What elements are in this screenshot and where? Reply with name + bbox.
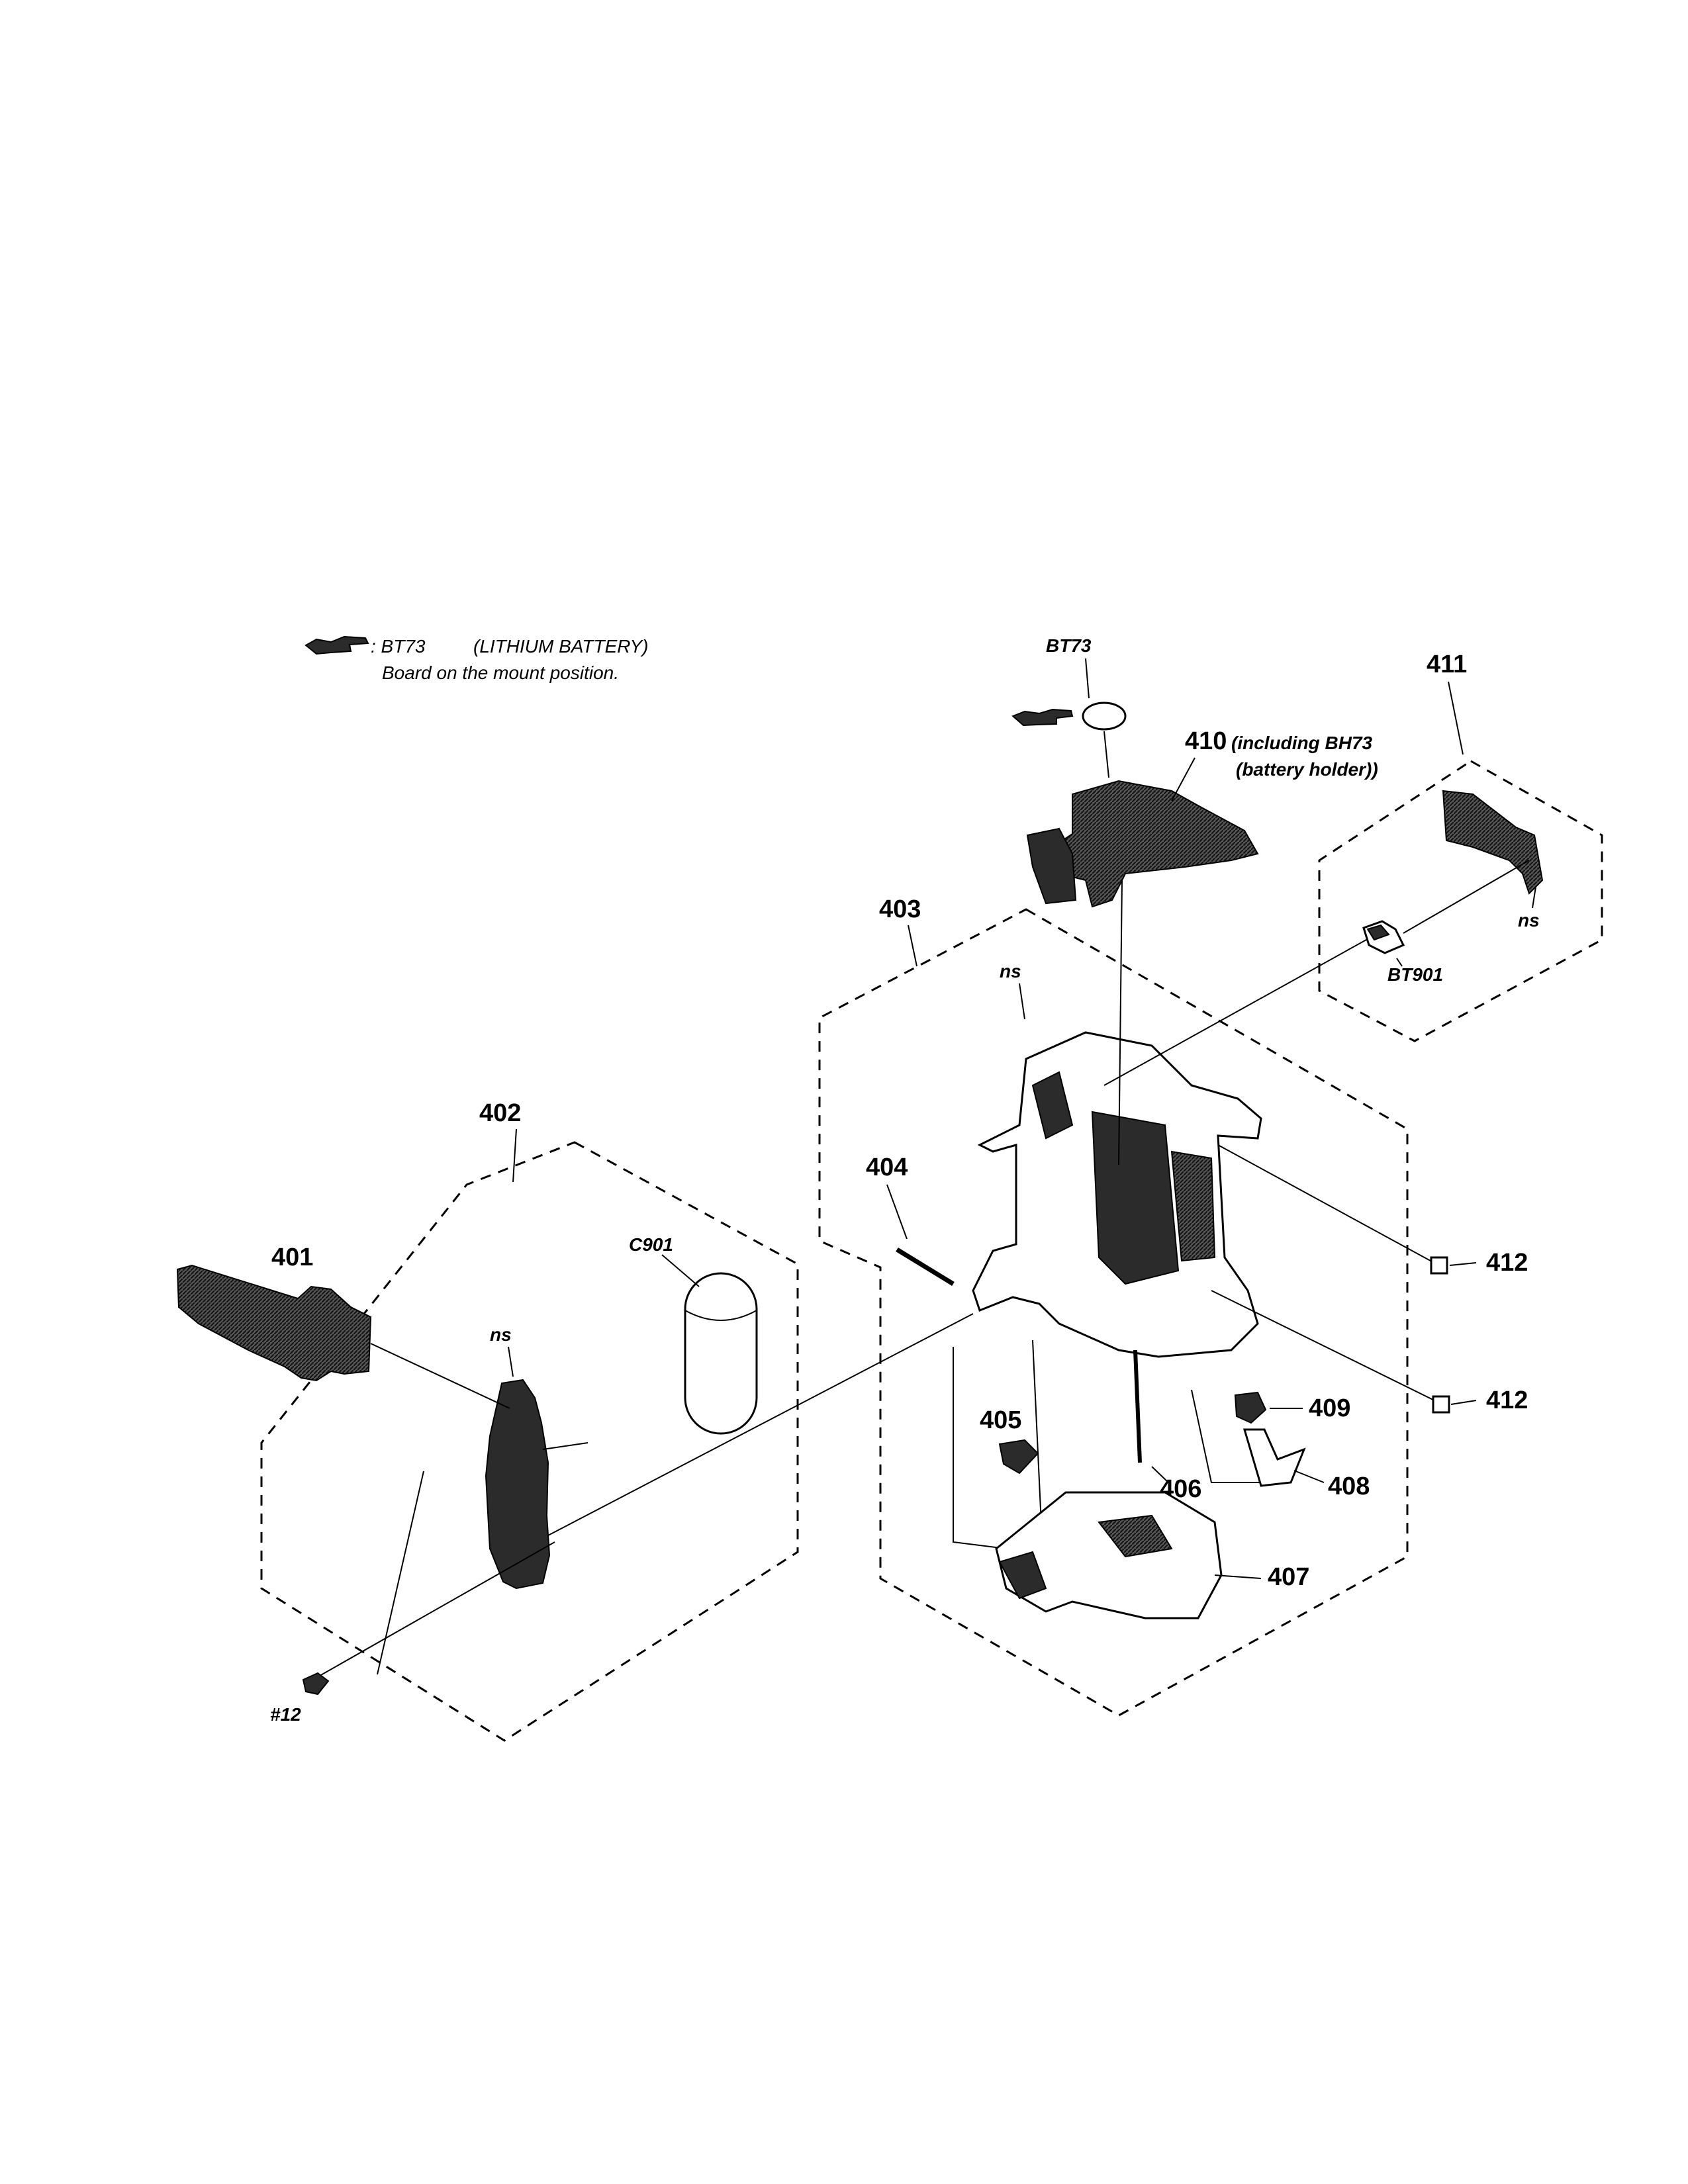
- pointing-hand-icon: [305, 635, 369, 655]
- group-outline-402: [260, 1141, 799, 1742]
- legend-battery-ref: : BT73: [371, 636, 426, 657]
- label-screw-12: #12: [270, 1704, 301, 1725]
- capacitor-c901: [684, 1272, 758, 1435]
- label-405: 405: [980, 1406, 1021, 1434]
- legend: : BT73 (LITHIUM BATTERY) Board on the mo…: [305, 635, 648, 683]
- label-402: 402: [479, 1099, 521, 1127]
- part-412a: [1430, 1256, 1448, 1275]
- label-412a: 412: [1486, 1249, 1528, 1277]
- label-bt73-top: BT73: [1046, 635, 1092, 656]
- label-ns-402: ns: [490, 1324, 512, 1345]
- label-401: 401: [271, 1244, 313, 1271]
- pointing-hand-icon: [1011, 708, 1074, 727]
- label-403: 403: [879, 895, 921, 923]
- label-410: 410: [1185, 727, 1227, 755]
- label-410-note1: (including BH73: [1231, 733, 1373, 753]
- label-410-note2: (battery holder)): [1236, 759, 1378, 780]
- part-403-frame-group: 403 ns 404 412 412 405 406 409: [866, 895, 1528, 1619]
- part-411-group: 411 ns BT901: [1362, 651, 1544, 985]
- label-404: 404: [866, 1154, 908, 1181]
- label-409: 409: [1309, 1394, 1350, 1422]
- label-ns-403: ns: [1000, 961, 1021, 981]
- lithium-battery-bt73: [1082, 702, 1127, 731]
- part-412b: [1432, 1395, 1450, 1414]
- part-401-flex-cable: 401: [176, 1244, 372, 1382]
- group-outline-411: [1318, 760, 1603, 1042]
- label-412b: 412: [1486, 1387, 1528, 1414]
- screw-12: [302, 1672, 330, 1696]
- label-c901: C901: [629, 1234, 673, 1255]
- legend-board-note: Board on the mount position.: [382, 662, 619, 683]
- label-ns-411: ns: [1518, 910, 1540, 931]
- label-bt901: BT901: [1387, 964, 1443, 985]
- label-407: 407: [1268, 1563, 1309, 1591]
- label-411: 411: [1427, 651, 1467, 678]
- group-outline-403: [818, 908, 1409, 1717]
- label-408: 408: [1328, 1473, 1370, 1500]
- part-402-board-group: 402 ns C901 #12: [270, 1099, 974, 1725]
- legend-battery-type: (LITHIUM BATTERY): [473, 636, 648, 657]
- part-410-board-group: BT73 410 (including BH73 (battery holder…: [1011, 635, 1378, 1165]
